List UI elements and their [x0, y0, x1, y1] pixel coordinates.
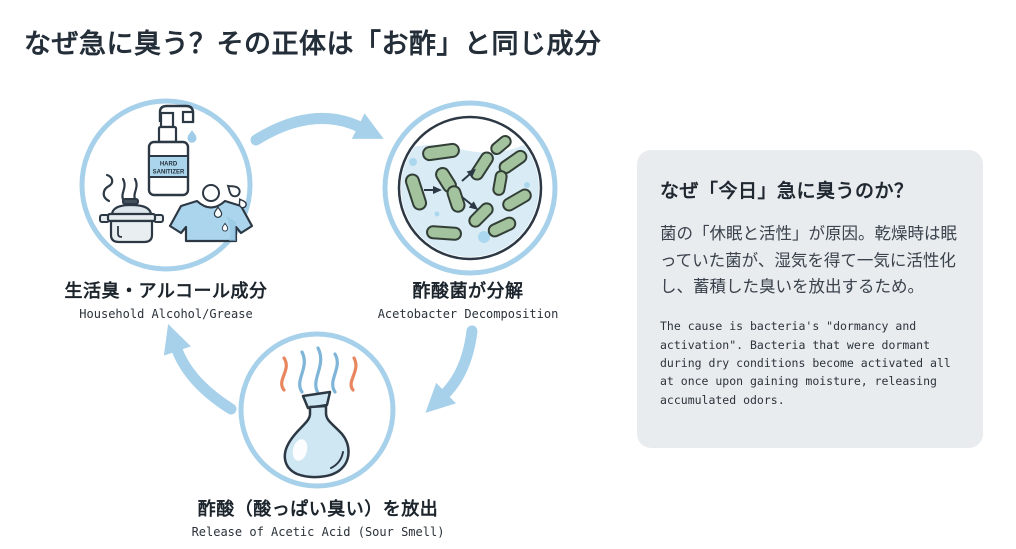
step3-label-ja: 酢酸（酸っぱい臭い）を放出	[197, 499, 439, 519]
sweat-drop-icon	[226, 184, 241, 198]
step2-label-ja: 酢酸菌が分解	[412, 281, 524, 301]
smell-lines-icon	[280, 346, 358, 395]
gel-drop-icon	[187, 130, 197, 143]
bottle-label-line1: HARD	[160, 162, 178, 168]
step2-label-en: Acetobacter Decomposition	[377, 307, 559, 321]
step1-label-ja: 生活臭・アルコール成分	[64, 281, 268, 301]
step3-label-en: Release of Acetic Acid (Sour Smell)	[191, 525, 445, 539]
cycle-arrow-3-icon	[163, 324, 237, 415]
bottle-label-line2: SANITIZER	[153, 170, 185, 176]
cycle-arrow-2-icon	[425, 325, 478, 413]
panel-body-ja: 菌の「休眠と活性」が原因。乾燥時は眠っていた菌が、湿気を得て一気に活性化し、蓄積…	[660, 225, 957, 297]
panel-heading: なぜ「今日」急に臭うのか？	[660, 181, 914, 202]
multiply-arrows-icon	[424, 168, 479, 210]
step3-label: 酢酸（酸っぱい臭い）を放出 Release of Acetic Acid (So…	[158, 495, 478, 539]
sweat-drop-icon	[238, 197, 247, 209]
flask-icon	[283, 390, 350, 479]
tshirt-icon	[168, 184, 254, 243]
step1-label-en: Household Alcohol/Grease	[79, 307, 253, 321]
step1-label: 生活臭・アルコール成分 Household Alcohol/Grease	[6, 277, 326, 321]
cycle-arrow-1-icon	[250, 112, 384, 146]
panel-body-en: The cause is bacteria's "dormancy and ac…	[660, 319, 951, 407]
bacteria-dish-icon	[397, 115, 543, 261]
step2-label: 酢酸菌が分解 Acetobacter Decomposition	[308, 277, 628, 321]
sanitizer-bottle-icon: HARD SANITIZER	[147, 104, 197, 197]
cooking-pot-icon	[99, 198, 164, 244]
bacteria-cells	[404, 134, 532, 241]
info-panel: なぜ「今日」急に臭うのか？ 菌の「休眠と活性」が原因。乾燥時は眠っていた菌が、湿…	[637, 150, 983, 448]
page-title: なぜ急に臭う？その正体は「お酢」と同じ成分	[24, 29, 602, 59]
